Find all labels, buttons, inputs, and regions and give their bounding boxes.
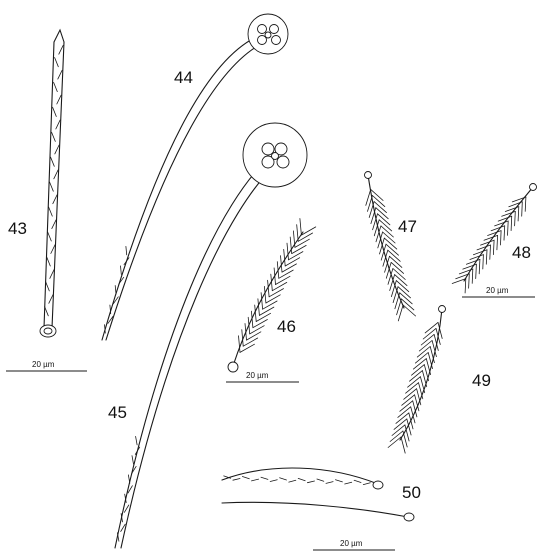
figure-45-number: 45 — [108, 403, 127, 422]
scale-bar-43-label: 20 µm — [32, 360, 55, 369]
seta-46-socket — [228, 362, 238, 372]
seta-figure-50 — [222, 468, 414, 521]
seta-45-shaft-b — [121, 162, 278, 548]
figure-43-number: 43 — [8, 219, 27, 238]
seta-47-shaft — [368, 175, 404, 308]
figure-48-number: 48 — [512, 243, 531, 262]
seta-50-upper-socket — [373, 481, 383, 489]
seta-49-barbs — [388, 322, 442, 453]
seta-50-lower-shaft — [222, 502, 408, 517]
seta-43-shaft-right — [52, 42, 64, 328]
seta-figure-46 — [228, 219, 316, 373]
seta-50-lower-socket — [404, 513, 414, 521]
seta-47-barbs — [366, 189, 416, 321]
seta-43-shaft-left — [44, 42, 54, 328]
figure-47-number: 47 — [398, 217, 417, 236]
seta-figure-49 — [388, 306, 445, 454]
seta-50-upper-shaft — [222, 468, 378, 484]
seta-figure-47 — [365, 172, 416, 321]
seta-48-shaft — [464, 187, 533, 281]
seta-figure-48 — [452, 184, 536, 294]
figure-50-number: 50 — [402, 483, 421, 502]
seta-48-socket — [530, 184, 537, 191]
figure-46-number: 46 — [277, 317, 296, 336]
scale-bar-46-label: 20 µm — [246, 371, 269, 380]
seta-45-shaft-a — [115, 155, 272, 548]
seta-47-socket — [365, 172, 372, 179]
seta-43-tip — [54, 30, 64, 42]
scale-bar-50-label: 20 µm — [340, 539, 363, 548]
seta-49-socket — [439, 306, 446, 313]
figure-49-number: 49 — [472, 371, 491, 390]
seta-figure-43 — [40, 30, 64, 337]
scale-bar-48-label: 20 µm — [486, 286, 509, 295]
seta-50-barbs — [224, 476, 371, 485]
figure-44-number: 44 — [174, 68, 193, 87]
seta-43-socket-inner — [44, 328, 52, 334]
